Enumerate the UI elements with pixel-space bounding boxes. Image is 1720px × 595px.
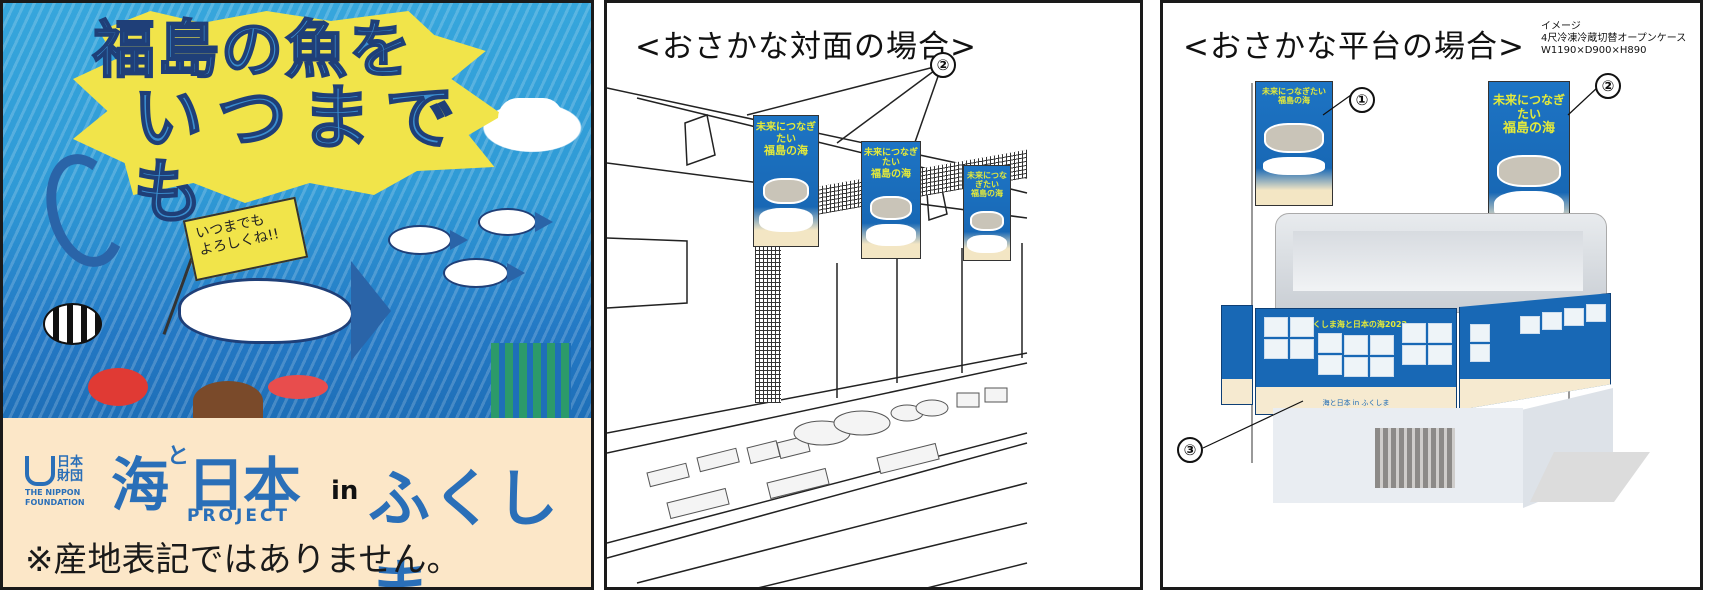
tuna-icon	[178, 261, 391, 361]
callout-2: ②	[1595, 73, 1621, 99]
open-case-interior	[1293, 231, 1583, 291]
headline-line-2: いつまでも	[132, 77, 469, 233]
counter-display-panel: <おさかな対面の場合>	[604, 0, 1143, 590]
hanging-poster: 未来につなぎたい 福島の海	[963, 165, 1011, 261]
red-fish-icon	[268, 375, 328, 399]
cloud-icon	[498, 98, 563, 138]
case-poster-left: 未来につなぎたい 福島の海	[1255, 81, 1333, 206]
hanging-poster: 未来につなぎたい 福島の海	[753, 115, 819, 247]
fish-icon	[388, 225, 452, 255]
case-spec-note: イメージ 4尺冷凍冷蔵切替オープンケース W1190×D900×H890	[1541, 21, 1687, 56]
project-wordmark: PROJECT	[187, 506, 291, 526]
crayon-drawing: 福島の魚を いつまでも いつまでも よろしくね!!	[3, 3, 591, 421]
umi-to-nihon-logo: 海と日本	[111, 444, 301, 519]
poster-pole	[1251, 83, 1253, 463]
flat-case-panel: <おさかな平台の場合> イメージ 4尺冷凍冷蔵切替オープンケース W1190×D…	[1160, 0, 1703, 590]
striped-fish-icon	[43, 303, 102, 345]
origin-disclaimer: ※産地表記ではありません。	[25, 540, 461, 580]
foundation-mark-icon	[25, 456, 55, 486]
panel-title: <おさかな平台の場合>	[1183, 29, 1525, 65]
turtle-icon	[193, 381, 263, 421]
wrap-band-front: ふくしま海と日本の海2022 海と日本 in ふくしま	[1255, 308, 1457, 415]
seaweed-icon	[491, 343, 571, 418]
headline-line-1: 福島の魚を	[92, 13, 414, 86]
wrap-band-left	[1221, 305, 1253, 405]
fish-icon	[443, 258, 509, 288]
callout-1: ①	[1349, 87, 1375, 113]
hanging-poster: 未来につなぎたい 福島の海	[861, 141, 921, 259]
callout-leaders	[1202, 86, 1599, 449]
callout-3: ③	[1177, 437, 1203, 463]
fish-icon	[478, 208, 537, 236]
crab-icon	[88, 368, 148, 406]
fukushima-wordmark: ふくしま	[368, 462, 561, 590]
panel-title: <おさかな対面の場合>	[635, 29, 977, 65]
in-word: in	[331, 476, 359, 506]
childrens-drawing-panel: 福島の魚を いつまでも いつまでも よろしくね!! 日本財団 THE NIPPO…	[0, 0, 594, 590]
case-vent-grille	[1375, 428, 1455, 488]
counter-line-drawing	[607, 64, 1028, 587]
callout-2: ②	[930, 52, 956, 78]
drawing-headline: 福島の魚を いつまでも	[92, 13, 493, 233]
